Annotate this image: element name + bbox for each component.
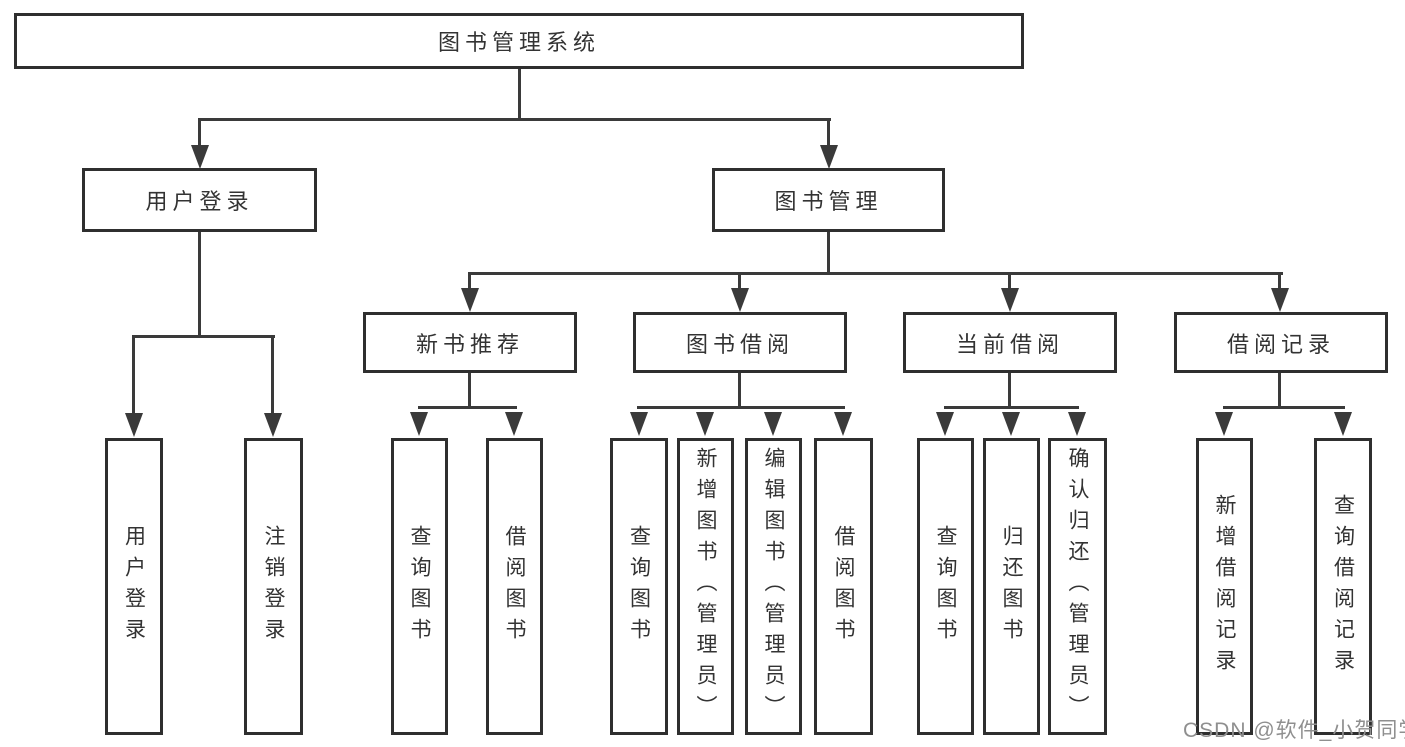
leaf-add-book-admin: 新增图书（管理员） [677, 438, 734, 735]
connector-line [198, 232, 201, 335]
connector-line [271, 338, 274, 414]
connector-line [468, 275, 471, 289]
leaf-add-borrow-record: 新增借阅记录 [1196, 438, 1253, 735]
leaf-query-books-borrow: 查询图书 [610, 438, 668, 735]
connector-line [1223, 406, 1345, 409]
arrowhead-down-icon [461, 288, 479, 312]
connector-line [198, 121, 201, 147]
arrowhead-down-icon [264, 413, 282, 437]
node-library-management-system: 图书管理系统 [14, 13, 1024, 69]
connector-line [132, 335, 275, 338]
leaf-confirm-return-admin: 确认归还（管理员） [1048, 438, 1107, 735]
node-current-borrow: 当前借阅 [903, 312, 1117, 373]
arrowhead-down-icon [1334, 412, 1352, 436]
connector-line [738, 373, 741, 406]
connector-line [827, 121, 830, 147]
arrowhead-down-icon [410, 412, 428, 436]
arrowhead-down-icon [1271, 288, 1289, 312]
node-book-management: 图书管理 [712, 168, 945, 232]
watermark: CSDN @软件_小贺同学 [1183, 719, 1405, 742]
leaf-logout: 注销登录 [244, 438, 303, 735]
connector-line [198, 118, 831, 121]
connector-line [518, 69, 521, 118]
arrowhead-down-icon [1002, 412, 1020, 436]
connector-line [132, 338, 135, 414]
arrowhead-down-icon [834, 412, 852, 436]
arrowhead-down-icon [505, 412, 523, 436]
leaf-query-borrow-record: 查询借阅记录 [1314, 438, 1372, 735]
connector-line [1278, 373, 1281, 406]
arrowhead-down-icon [696, 412, 714, 436]
connector-line [418, 406, 517, 409]
leaf-borrow-books-newbook: 借阅图书 [486, 438, 543, 735]
connector-line [1008, 373, 1011, 406]
leaf-edit-book-admin: 编辑图书（管理员） [745, 438, 802, 735]
leaf-return-book: 归还图书 [983, 438, 1040, 735]
leaf-user-login: 用户登录 [105, 438, 163, 735]
leaf-query-books-current: 查询图书 [917, 438, 974, 735]
leaf-borrow-books-borrow: 借阅图书 [814, 438, 873, 735]
arrowhead-down-icon [125, 413, 143, 437]
node-borrow-record: 借阅记录 [1174, 312, 1388, 373]
arrowhead-down-icon [1068, 412, 1086, 436]
connector-line [944, 406, 1079, 409]
arrowhead-down-icon [936, 412, 954, 436]
leaf-query-books-newbook: 查询图书 [391, 438, 448, 735]
arrowhead-down-icon [1001, 288, 1019, 312]
connector-line [1008, 275, 1011, 289]
arrowhead-down-icon [731, 288, 749, 312]
arrowhead-down-icon [820, 145, 838, 169]
arrowhead-down-icon [191, 145, 209, 169]
connector-line [738, 275, 741, 289]
arrowhead-down-icon [1215, 412, 1233, 436]
connector-line [637, 406, 845, 409]
connector-line [468, 373, 471, 406]
connector-line [1278, 275, 1281, 289]
node-book-borrow: 图书借阅 [633, 312, 847, 373]
node-user-login: 用户登录 [82, 168, 317, 232]
connector-line [468, 272, 1283, 275]
connector-line [827, 232, 830, 272]
node-new-book-recommend: 新书推荐 [363, 312, 577, 373]
arrowhead-down-icon [764, 412, 782, 436]
arrowhead-down-icon [630, 412, 648, 436]
